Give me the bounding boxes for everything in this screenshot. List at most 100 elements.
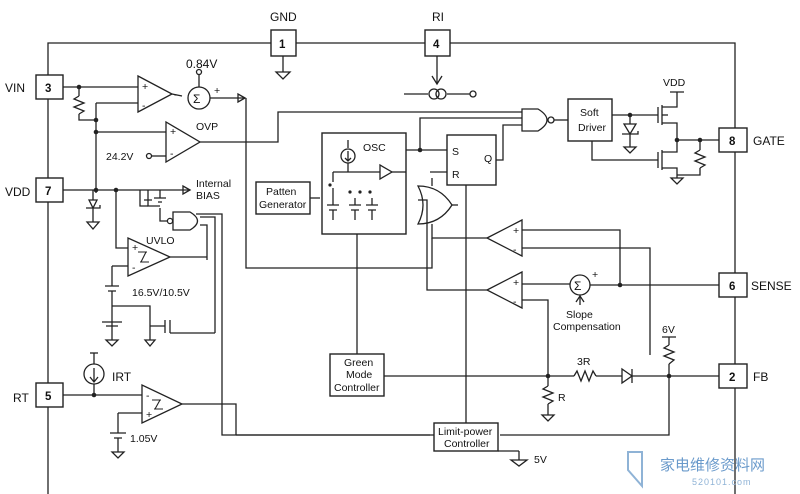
bias-nand-gate bbox=[166, 211, 430, 436]
osc-block: OSC bbox=[321, 132, 407, 235]
label-242v: 24.2V bbox=[106, 151, 133, 163]
patten-generator: Patten Generator bbox=[255, 181, 320, 215]
pwm-comparator-upper: + - bbox=[431, 218, 651, 355]
pin-vdd-number: 7 bbox=[45, 186, 51, 198]
pin-vdd-label: VDD bbox=[5, 185, 31, 199]
svg-text:-: - bbox=[513, 244, 517, 256]
label-bias: BIAS bbox=[196, 190, 220, 202]
fb-network: 6V 3R R bbox=[500, 324, 719, 436]
pin-vin: VIN 3 bbox=[5, 74, 64, 100]
svg-text:Mode: Mode bbox=[346, 369, 372, 381]
svg-text:+: + bbox=[170, 126, 176, 138]
label-ovp: OVP bbox=[196, 121, 218, 133]
pin-sense: 6 SENSE bbox=[718, 272, 792, 298]
watermark-url: 520101.com bbox=[692, 477, 752, 487]
svg-text:-: - bbox=[170, 148, 174, 160]
soft-driver: Soft Driver bbox=[567, 98, 650, 161]
svg-text:Generator: Generator bbox=[259, 199, 307, 211]
label-3r: 3R bbox=[577, 356, 591, 368]
pin-fb: 2 FB bbox=[718, 363, 768, 389]
pin-sense-number: 6 bbox=[729, 281, 735, 293]
svg-text:Q: Q bbox=[484, 153, 492, 165]
label-slope: Slope bbox=[566, 309, 593, 321]
vin-comparator: + - - bbox=[137, 74, 183, 114]
svg-text:+: + bbox=[132, 242, 138, 254]
pin-vin-box bbox=[35, 74, 64, 100]
svg-text:+: + bbox=[214, 85, 220, 97]
svg-text:Σ: Σ bbox=[193, 92, 200, 106]
pin-fb-label: FB bbox=[753, 370, 768, 384]
svg-text:-: - bbox=[142, 100, 146, 112]
pin-gnd-label: GND bbox=[270, 10, 297, 24]
svg-text:-: - bbox=[513, 296, 517, 308]
label-irt: IRT bbox=[112, 370, 132, 384]
pin-gate-box bbox=[718, 127, 748, 153]
green-mode-controller: Green Mode Controller bbox=[329, 234, 548, 397]
slope-summer: Σ + Slope Compensation bbox=[553, 269, 719, 333]
label-uvlo: UVLO bbox=[146, 235, 175, 247]
pin-sense-label: SENSE bbox=[751, 279, 792, 293]
svg-text:+: + bbox=[592, 269, 598, 281]
label-internal: Internal bbox=[196, 178, 231, 190]
pin-fb-number: 2 bbox=[729, 372, 735, 384]
pin-ri-number: 4 bbox=[433, 39, 440, 51]
watermark-cn: 家电维修资料网 bbox=[660, 457, 765, 474]
label-r: R bbox=[558, 392, 566, 404]
svg-text:+: + bbox=[513, 277, 519, 289]
limit-power-controller: Limit-power Controller 5V bbox=[433, 185, 547, 467]
pin-gnd-number: 1 bbox=[279, 39, 286, 51]
pin-gnd: GND 1 bbox=[270, 10, 297, 80]
rt-current-source: IRT bbox=[63, 352, 142, 398]
vdd-rail: Internal BIAS bbox=[63, 178, 231, 230]
label-6v: 6V bbox=[662, 324, 675, 336]
misc-wires bbox=[236, 98, 434, 436]
label-5v: 5V bbox=[534, 454, 547, 466]
pin-vin-number: 3 bbox=[45, 83, 51, 95]
svg-text:Soft: Soft bbox=[580, 107, 599, 119]
ovp-comparator: + - OVP 24.2V bbox=[106, 111, 522, 164]
svg-text:Limit-power: Limit-power bbox=[438, 426, 493, 438]
svg-text:-: - bbox=[174, 89, 178, 101]
rt-comparator: - + 1.05V bbox=[110, 383, 237, 459]
pin-vdd: VDD 7 bbox=[5, 177, 64, 203]
svg-text:Driver: Driver bbox=[578, 122, 607, 134]
watermark: 家电维修资料网 520101.com bbox=[627, 451, 765, 489]
svg-text:Green: Green bbox=[344, 357, 373, 369]
outer-frame-wires bbox=[47, 42, 736, 494]
pin-rt-label: RT bbox=[13, 391, 29, 405]
label-105v: 1.05V bbox=[130, 433, 157, 445]
svg-text:Controller: Controller bbox=[334, 382, 380, 394]
vin-divider bbox=[63, 84, 166, 193]
pwm-comparator-lower: + - bbox=[418, 199, 570, 376]
svg-text:+: + bbox=[146, 409, 152, 421]
label-osc: OSC bbox=[363, 142, 386, 154]
pin-gate-number: 8 bbox=[729, 136, 736, 148]
label-compensation: Compensation bbox=[553, 321, 621, 333]
svg-text:+: + bbox=[513, 225, 519, 237]
pin-fb-box bbox=[718, 363, 748, 389]
pin-rt-number: 5 bbox=[45, 391, 52, 403]
pin-ri-label: RI bbox=[432, 10, 444, 24]
svg-text:-: - bbox=[132, 262, 136, 274]
pin-sense-box bbox=[718, 272, 748, 298]
label-uvlo-threshold: 16.5V/10.5V bbox=[132, 287, 190, 299]
svg-text:-: - bbox=[146, 390, 150, 402]
output-stage: VDD bbox=[650, 77, 719, 185]
svg-text:+: + bbox=[142, 81, 148, 93]
svg-text:R: R bbox=[452, 169, 460, 181]
svg-text:Patten: Patten bbox=[266, 186, 297, 198]
pin-vin-label: VIN bbox=[5, 81, 25, 95]
svg-text:Controller: Controller bbox=[444, 438, 490, 450]
pin-ri: RI 4 bbox=[404, 10, 477, 100]
pin-gate: 8 GATE bbox=[718, 127, 785, 153]
pin-ri-box bbox=[424, 29, 451, 57]
pin-gate-label: GATE bbox=[753, 134, 785, 148]
pin-rt: RT 5 bbox=[13, 382, 64, 408]
svg-text:Σ: Σ bbox=[574, 279, 581, 293]
sr-latch: S R Q bbox=[406, 117, 522, 186]
uvlo-comparator: + - UVLO 16.5V/10.5V bbox=[102, 190, 215, 348]
label-vdd-top: VDD bbox=[663, 77, 686, 89]
svg-text:S: S bbox=[452, 146, 459, 158]
label-084v: 0.84V bbox=[186, 57, 217, 71]
